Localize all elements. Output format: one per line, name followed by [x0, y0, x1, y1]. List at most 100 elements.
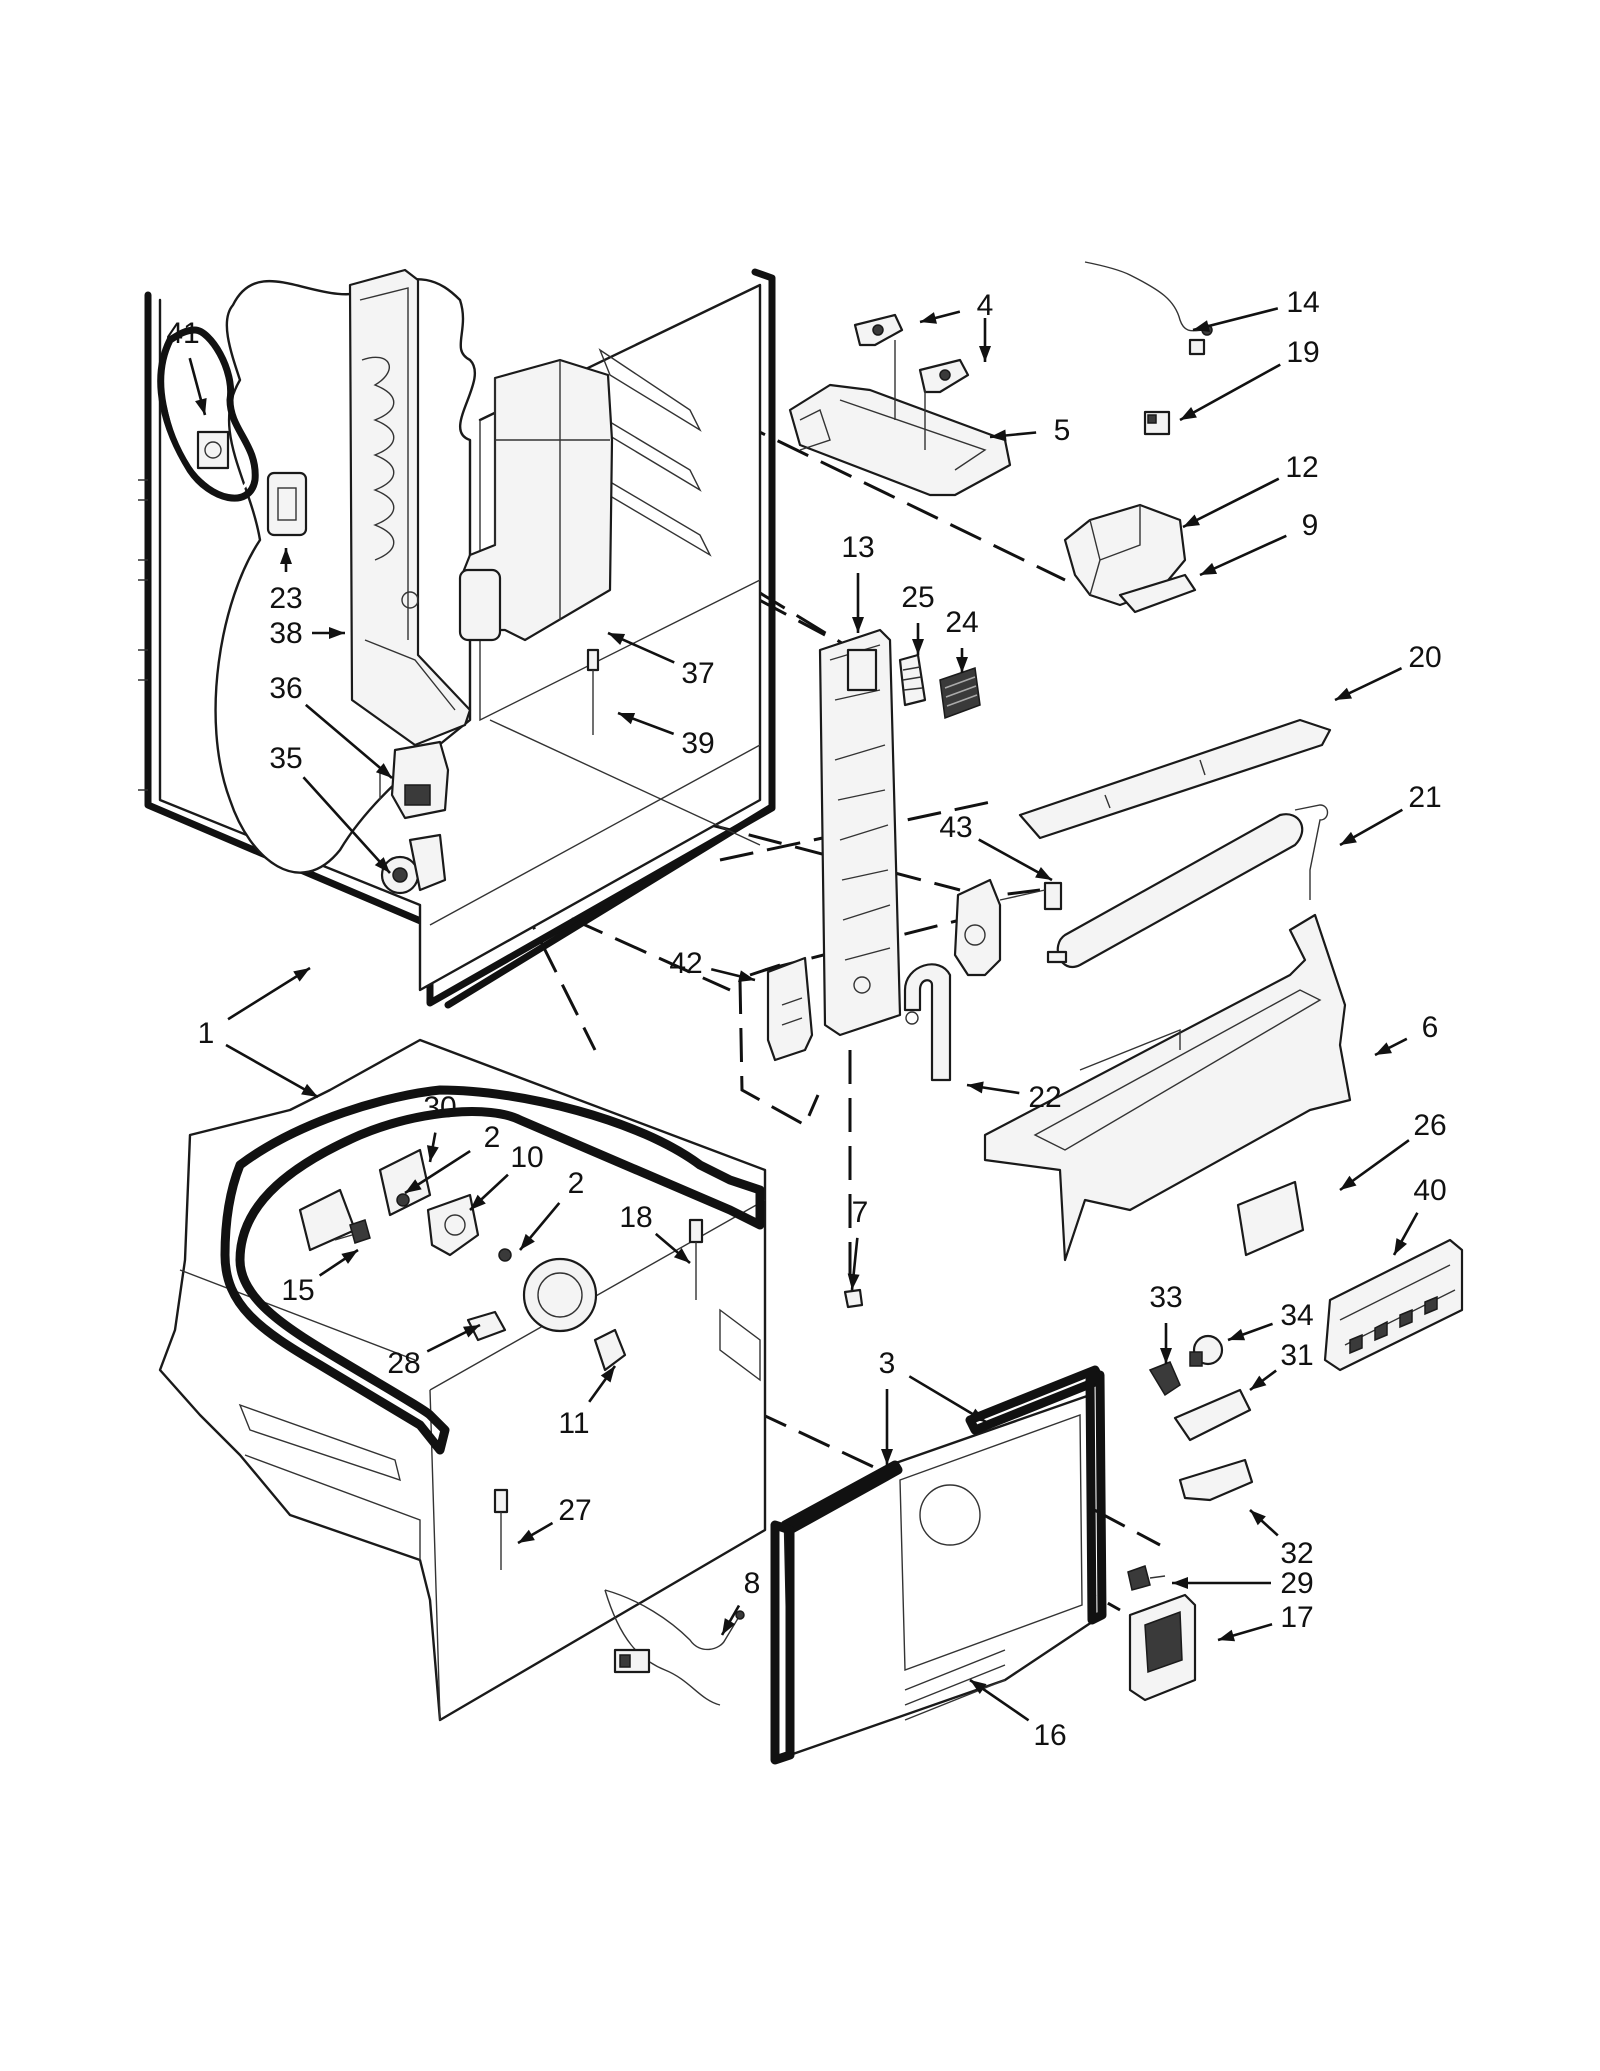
freezer-gasket-harness	[220, 1085, 765, 1455]
part-4-clips	[853, 313, 970, 394]
part-2-washer	[396, 1193, 512, 1262]
part-34-light-bulb	[1189, 1334, 1224, 1367]
callout-label-25: 25	[901, 581, 934, 614]
callout-leader-17	[1217, 1623, 1273, 1642]
part-26-plate	[1236, 1180, 1305, 1257]
callout-label-43: 43	[939, 811, 972, 844]
callout-leader-39	[617, 711, 675, 736]
callout-leader-41	[188, 357, 207, 416]
part-14-wire	[1084, 261, 1213, 356]
part-5-bracket	[788, 340, 1012, 497]
callout-label-36: 36	[269, 672, 302, 705]
part-24-grille	[939, 666, 981, 720]
callout-label-28: 28	[387, 1347, 420, 1380]
callout-label-8: 8	[744, 1567, 761, 1600]
callout-leader-5	[989, 429, 1037, 442]
part-8-wire-harness	[604, 1589, 745, 1706]
callout-leader-30	[426, 1132, 439, 1163]
part-43-valve	[953, 878, 1063, 977]
callout-label-33: 33	[1149, 1281, 1182, 1314]
callout-leader-2b	[519, 1202, 561, 1251]
part-33-lamp-socket	[1148, 1361, 1181, 1397]
callout-label-23: 23	[269, 582, 302, 615]
callout-leader-40	[1392, 1212, 1419, 1256]
callout-leader-6	[1374, 1037, 1408, 1057]
lower-freezer-liner	[158, 1038, 767, 1722]
callout-leader-31	[1249, 1369, 1277, 1392]
callout-leader-11	[588, 1365, 617, 1403]
callout-leader-21	[1339, 808, 1403, 847]
callout-label-14: 14	[1286, 286, 1319, 319]
part-6-tray	[983, 913, 1352, 1262]
callout-label-7: 7	[852, 1196, 869, 1229]
callout-label-9: 9	[1302, 509, 1319, 542]
callout-label-15: 15	[281, 1274, 314, 1307]
callout-label-13: 13	[841, 531, 874, 564]
callout-leader-20	[1334, 667, 1403, 702]
callout-label-1: 1	[198, 1017, 215, 1050]
part-30-bracket	[298, 1148, 432, 1252]
callout-label-16: 16	[1033, 1719, 1066, 1752]
callout-leader-12	[1182, 477, 1280, 529]
callout-label-37: 37	[681, 657, 714, 690]
part-37-ice-bin	[458, 358, 614, 642]
callout-label-42: 42	[669, 947, 702, 980]
part-16-freezer-door	[783, 1393, 1097, 1757]
callout-label-32: 32	[1280, 1537, 1313, 1570]
callout-leader-3b	[881, 1389, 893, 1465]
callout-leader-19	[1179, 363, 1281, 422]
callout-leader-16	[969, 1678, 1030, 1722]
part-3-door-gasket	[770, 1365, 1107, 1765]
part-12-dispenser-assembly	[1063, 503, 1197, 614]
callout-leader-10	[469, 1173, 509, 1211]
callout-label-20: 20	[1408, 641, 1441, 674]
callout-label-4: 4	[977, 289, 994, 322]
callout-leader-23	[280, 548, 292, 572]
part-40-control-board	[1323, 1238, 1464, 1372]
part-21-water-filter	[1046, 804, 1329, 969]
callout-leader-7	[847, 1237, 860, 1291]
callout-label-24: 24	[945, 606, 978, 639]
part-35-fan-motor	[380, 833, 447, 895]
part-13-side-panel	[818, 628, 902, 1037]
callout-leader-18	[654, 1232, 691, 1264]
callout-leader-15	[318, 1248, 359, 1277]
callout-label-10: 10	[510, 1141, 543, 1174]
part-17-bracket	[1128, 1593, 1197, 1702]
callout-leader-43	[978, 838, 1053, 882]
callout-leader-35	[302, 776, 391, 874]
part-42-housing	[738, 956, 820, 1128]
callout-leader-27	[517, 1521, 554, 1545]
callout-leader-28	[426, 1323, 481, 1353]
callout-leader-25	[912, 623, 924, 655]
part-39-thermistor	[586, 648, 600, 735]
callout-leader-33	[1160, 1323, 1172, 1364]
callout-label-17: 17	[1280, 1601, 1313, 1634]
callout-leader-2	[404, 1149, 471, 1195]
part-29-screw	[1127, 1565, 1166, 1591]
callout-leader-1b	[225, 1043, 319, 1099]
part-36-damper	[379, 740, 450, 820]
callout-label-18: 18	[619, 1201, 652, 1234]
part-18-thermistor	[688, 1218, 704, 1300]
callout-label-22: 22	[1028, 1081, 1061, 1114]
callout-leader-24	[956, 648, 968, 673]
callout-leader-42	[710, 967, 756, 982]
callout-label-34: 34	[1280, 1299, 1313, 1332]
callout-label-26: 26	[1413, 1109, 1446, 1142]
callout-label-3: 3	[879, 1347, 896, 1380]
callout-label-2: 2	[484, 1121, 501, 1154]
callout-label-19: 19	[1286, 336, 1319, 369]
callout-label-21: 21	[1408, 781, 1441, 814]
part-15-screw	[334, 1219, 371, 1244]
callout-leader-14	[1192, 307, 1279, 332]
part-27-thermistor	[493, 1488, 509, 1570]
callout-leader-32	[1249, 1509, 1279, 1537]
part-23-bracket	[266, 471, 308, 537]
callout-label-31: 31	[1280, 1339, 1313, 1372]
callout-leader-26	[1339, 1139, 1410, 1192]
callout-leader-1	[227, 966, 311, 1021]
callout-leaders	[188, 307, 1419, 1722]
part-11-fan-blade	[593, 1328, 627, 1372]
